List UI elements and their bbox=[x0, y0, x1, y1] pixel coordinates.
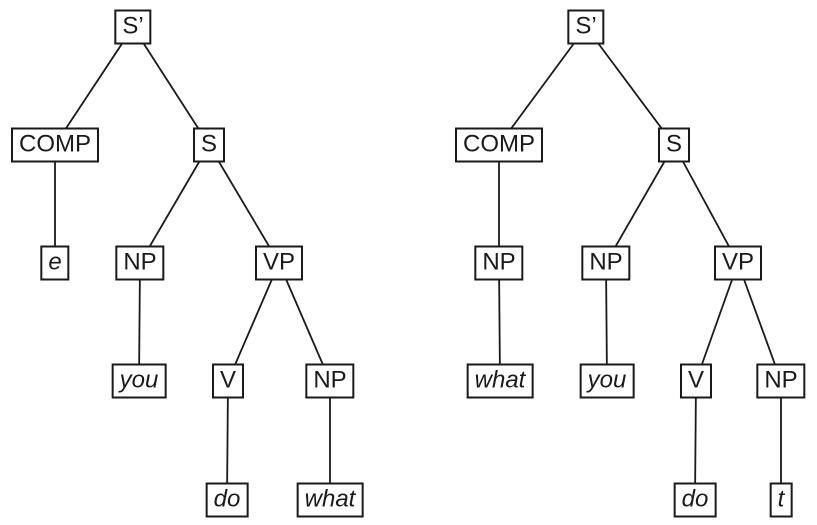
tree-node-right-tree-comp: COMP bbox=[455, 127, 543, 163]
tree-edge-sbar-s bbox=[132, 26, 210, 146]
tree-node-left-tree-sbar: S’ bbox=[114, 9, 152, 45]
tree-edge-np1-you bbox=[138, 262, 141, 382]
tree-node-left-tree-e: e bbox=[40, 245, 70, 281]
tree-node-left-tree-you: you bbox=[111, 363, 167, 399]
tree-edge-s-vp bbox=[673, 144, 739, 264]
tree-edge-s-np1 bbox=[139, 144, 210, 264]
tree-edge-v-do bbox=[226, 380, 229, 501]
tree-node-left-tree-vp: VP bbox=[254, 245, 304, 281]
tree-edge-s-np1 bbox=[605, 144, 675, 264]
tree-node-right-tree-what: what bbox=[466, 363, 534, 399]
tree-edge-sbar-s bbox=[585, 26, 675, 146]
tree-node-left-tree-v: V bbox=[211, 363, 245, 399]
tree-node-right-tree-sbar: S’ bbox=[567, 9, 605, 45]
tree-node-right-tree-vp: VP bbox=[713, 245, 763, 281]
tree-edge-vp-np2 bbox=[278, 262, 331, 382]
tree-node-right-tree-you: you bbox=[579, 363, 635, 399]
tree-node-right-tree-v: V bbox=[679, 363, 713, 399]
tree-node-left-tree-s: S bbox=[192, 127, 226, 163]
tree-node-right-tree-do: do bbox=[673, 482, 717, 518]
tree-edge-s-vp bbox=[208, 144, 280, 264]
tree-node-right-tree-t: t bbox=[769, 482, 793, 518]
tree-node-left-tree-np1: NP bbox=[115, 245, 165, 281]
tree-edge-vp-np2 bbox=[737, 262, 782, 382]
tree-node-left-tree-do: do bbox=[205, 482, 249, 518]
tree-edge-sbar-comp bbox=[54, 26, 134, 146]
tree-edge-vp-v bbox=[227, 262, 280, 382]
tree-node-right-tree-s: S bbox=[657, 127, 691, 163]
tree-node-right-tree-np0: NP bbox=[474, 245, 524, 281]
tree-node-right-tree-np2: NP bbox=[756, 363, 806, 399]
tree-node-right-tree-np1: NP bbox=[581, 245, 631, 281]
tree-edge-np0-what bbox=[498, 262, 501, 382]
tree-edge-v-do bbox=[694, 380, 697, 501]
tree-edge-vp-v bbox=[695, 262, 739, 382]
tree-node-left-tree-what: what bbox=[296, 482, 364, 518]
tree-edge-np1-you bbox=[605, 262, 608, 382]
tree-edge-sbar-comp bbox=[498, 26, 587, 146]
tree-node-left-tree-comp: COMP bbox=[11, 127, 99, 163]
tree-node-left-tree-np2: NP bbox=[305, 363, 355, 399]
